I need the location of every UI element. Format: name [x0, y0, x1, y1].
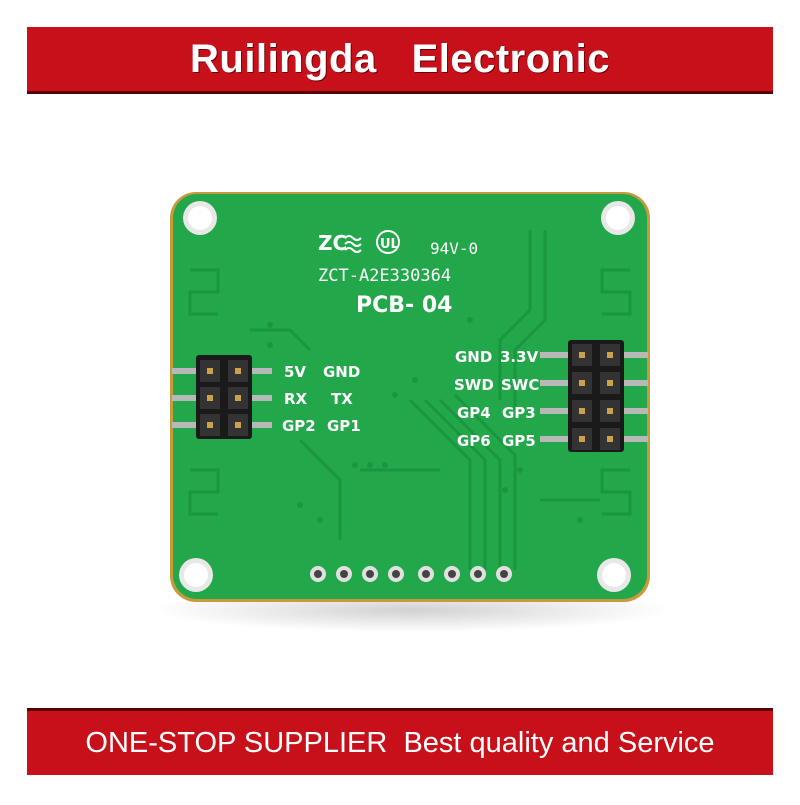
- pcb-cert-code: ZCT-A2E330364: [318, 266, 451, 286]
- left-label-gp2: GP2: [282, 417, 316, 435]
- brand-title: Ruilingda Electronic: [190, 36, 610, 81]
- left-pin-header: [172, 355, 272, 439]
- right-label-3v3: 3.3V: [500, 348, 539, 366]
- bottom-pads: [310, 566, 512, 582]
- ul-mark: UL: [380, 237, 399, 252]
- mounting-holes: [179, 201, 635, 592]
- supplier-tagline: ONE-STOP SUPPLIER Best quality and Servi…: [85, 726, 715, 759]
- right-label-gp6: GP6: [457, 432, 491, 450]
- pcb-rating: 94V-0: [430, 239, 478, 258]
- vias: [267, 317, 583, 523]
- right-label-gp4: GP4: [457, 404, 491, 422]
- top-banner: Ruilingda Electronic: [27, 27, 773, 94]
- left-label-gp1: GP1: [327, 417, 361, 435]
- cert-mark: ZC: [318, 231, 347, 255]
- pcb-model: PCB- 04: [356, 293, 452, 318]
- cert-wave-icon: [344, 235, 362, 253]
- left-label-5v: 5V: [284, 363, 306, 381]
- copper-traces: [188, 230, 632, 570]
- right-pin-header: [540, 340, 648, 452]
- left-label-tx: TX: [331, 390, 353, 408]
- right-label-gnd: GND: [455, 348, 492, 366]
- bottom-banner: ONE-STOP SUPPLIER Best quality and Servi…: [27, 708, 773, 775]
- right-label-swd: SWD: [454, 376, 494, 394]
- right-label-swc: SWC: [501, 376, 539, 394]
- left-label-rx: RX: [284, 390, 308, 408]
- left-label-gnd: GND: [323, 363, 360, 381]
- right-label-gp3: GP3: [502, 404, 536, 422]
- ul-mark-icon: [376, 230, 400, 254]
- right-label-gp5: GP5: [502, 432, 536, 450]
